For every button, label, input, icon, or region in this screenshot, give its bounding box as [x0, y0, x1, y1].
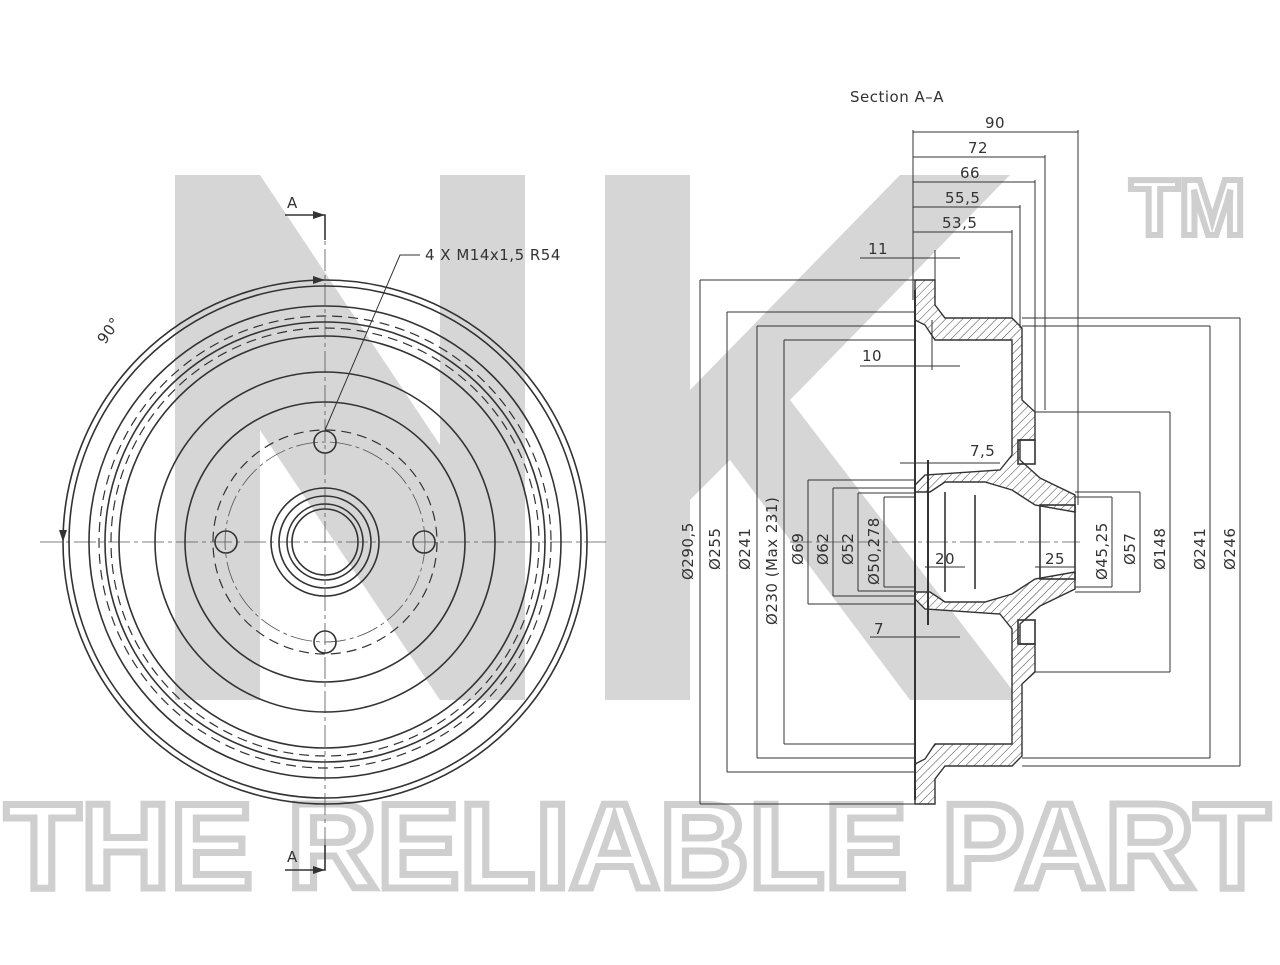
dim-dia-50-278: Ø50,278	[865, 517, 883, 585]
section-view: Section A–A 90	[679, 88, 1241, 805]
section-marker-bottom: A	[287, 848, 298, 866]
dim-left-10: 10	[862, 347, 882, 365]
dim-top-53-5: 53,5	[942, 214, 977, 232]
dim-dia-57: Ø57	[1121, 533, 1139, 565]
dim-top-72: 72	[968, 139, 988, 157]
bolt-hole-right	[412, 530, 436, 554]
bolt-hole-top	[313, 430, 337, 454]
dim-dia-255: Ø255	[706, 528, 724, 570]
dim-dia-62: Ø62	[814, 533, 832, 565]
dim-top-55-5: 55,5	[945, 189, 980, 207]
dim-left-7: 7	[874, 620, 884, 638]
dim-dia-246: Ø246	[1221, 528, 1239, 570]
bolt-spec-label: 4 X M14x1,5 R54	[425, 246, 561, 264]
drum-section-upper	[914, 279, 1076, 513]
dim-dia-148: Ø148	[1151, 528, 1169, 570]
dim-dia-230: Ø230 (Max 231)	[763, 497, 781, 625]
dim-hub-7-5: 7,5	[970, 442, 995, 460]
dim-dia-45-25: Ø45,25	[1093, 522, 1111, 580]
dim-left-11: 11	[868, 240, 888, 258]
front-view: 90° 4 X M14x1,5 R54 A A	[40, 194, 610, 874]
watermark-tagline: THE RELIABLE PART	[5, 778, 1270, 914]
section-marker-top: A	[287, 194, 298, 212]
dim-dia-52: Ø52	[839, 533, 857, 565]
dim-hub-20: 20	[935, 550, 955, 568]
section-title: Section A–A	[850, 88, 944, 106]
bolt-hole-left	[214, 530, 238, 554]
dim-dia-241-right: Ø241	[1191, 528, 1209, 570]
dim-dia-241-left: Ø241	[736, 528, 754, 570]
watermark-trademark: TM	[1130, 163, 1246, 252]
watermark-logo: TM THE RELIABLE PART	[2, 160, 1274, 918]
dim-dia-69: Ø69	[789, 533, 807, 565]
dim-hub-25: 25	[1045, 550, 1065, 568]
bolt-hole-bottom	[313, 630, 337, 654]
dim-top-66: 66	[960, 164, 980, 182]
angle-label: 90°	[94, 314, 125, 347]
dim-top-90: 90	[985, 114, 1005, 132]
drum-section-lower	[914, 571, 1076, 805]
dim-dia-290-5: Ø290,5	[679, 522, 697, 580]
